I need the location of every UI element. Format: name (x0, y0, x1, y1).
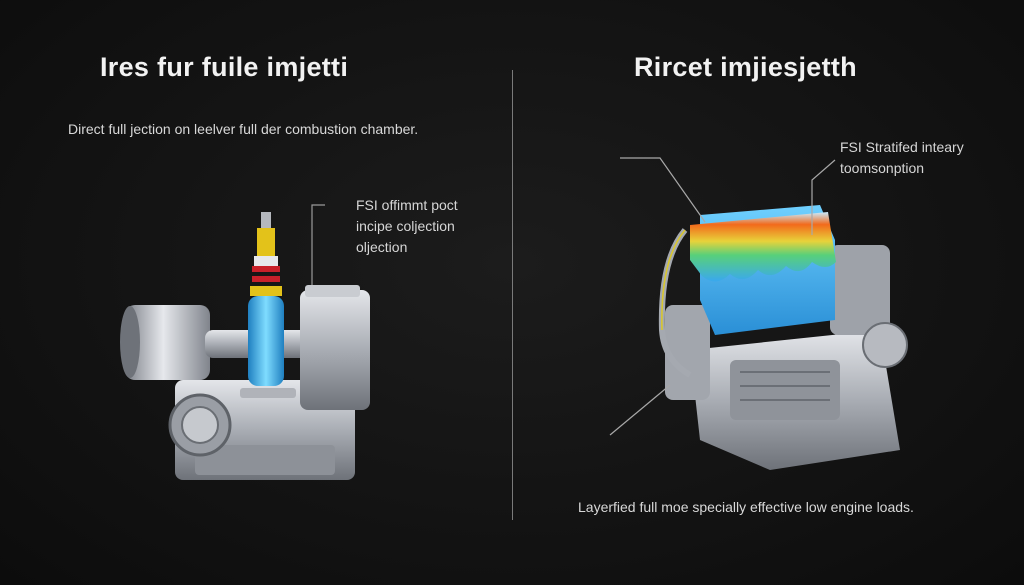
fuel-spray-chamber (248, 296, 284, 386)
cylinder-head (300, 290, 370, 410)
cylinder-head (830, 245, 890, 335)
left-callout-line-3: oljection (356, 239, 408, 255)
intake-housing (125, 305, 210, 380)
oil-pan (195, 445, 335, 475)
fuel-injector (240, 212, 296, 398)
left-title: Ires fur fuile imjetti (100, 52, 349, 82)
panel-divider (512, 70, 513, 520)
right-callout-label: FSI Stratifed inteary toomsonption (840, 137, 964, 179)
right-callout-line-2: toomsonption (840, 160, 925, 176)
pulley (862, 322, 908, 368)
right-caption: Layerfied full moe specially effective l… (578, 499, 914, 515)
left-callout-line (311, 204, 325, 285)
right-engine-illustration (609, 157, 908, 470)
left-engine-illustration (120, 204, 370, 480)
left-callout-line-1: FSI offimmt poct (356, 197, 458, 213)
left-callout-line-2: incipe coljection (356, 218, 455, 234)
right-callout-line-bottom (609, 384, 671, 436)
right-callout-line-1: FSI Stratifed inteary (840, 139, 964, 155)
left-caption: Direct full jection on leelver full der … (68, 121, 419, 137)
right-title: Rircet imjiesjetth (634, 52, 857, 82)
stratified-fuel-layer (690, 212, 836, 282)
right-callout-line-top (620, 157, 706, 223)
left-callout-label: FSI offimmt poct incipe coljection oljec… (356, 195, 458, 258)
right-callout-line-label (811, 159, 836, 235)
